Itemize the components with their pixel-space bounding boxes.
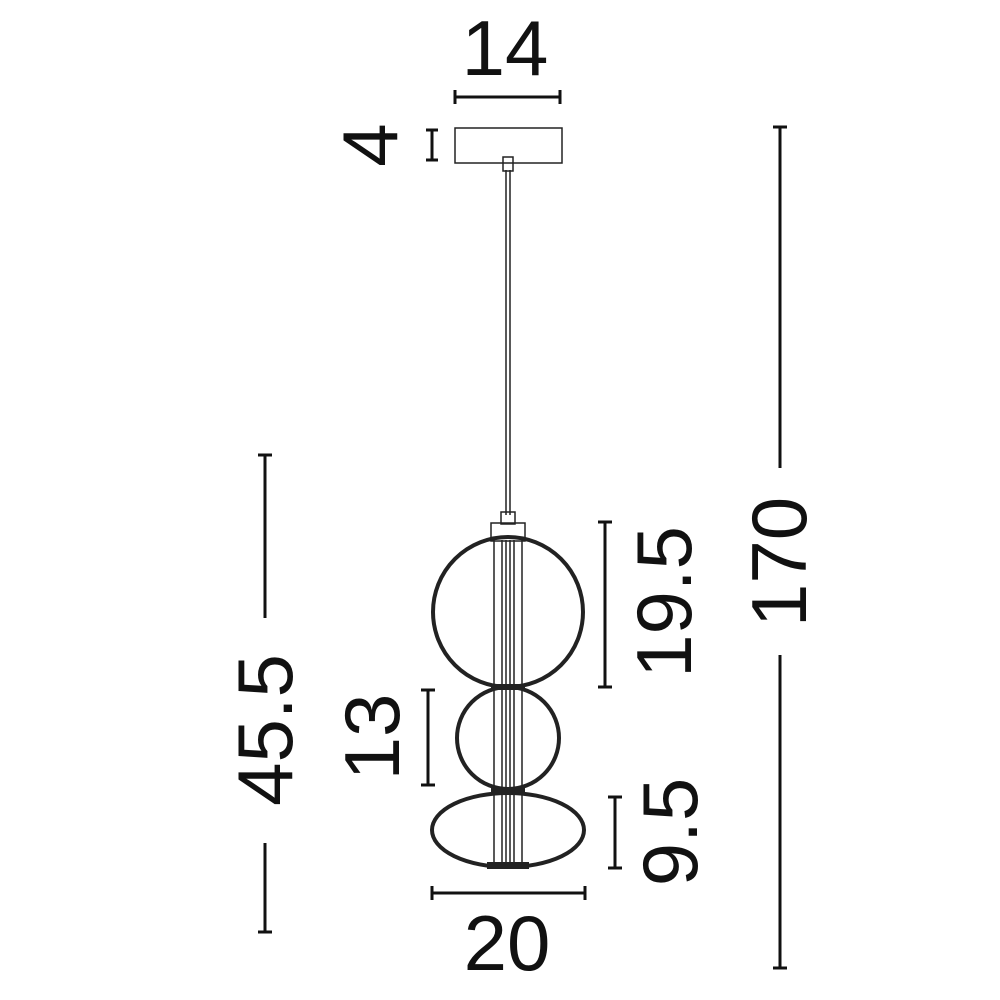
dim-canopy-height: 4 [326, 123, 438, 167]
bottom-cap [487, 862, 529, 869]
label-middle-sphere: 13 [328, 694, 416, 781]
dim-middle-sphere: 13 [328, 688, 435, 787]
joint-upper [491, 684, 525, 690]
dim-body-height: 45.5 [221, 453, 309, 934]
dim-total-height: 170 [735, 125, 823, 970]
top-connector [500, 511, 516, 525]
label-canopy-height: 4 [326, 123, 414, 166]
joint-lower [491, 787, 525, 793]
label-body-height: 45.5 [221, 654, 309, 806]
top-sphere [431, 535, 585, 689]
canopy [454, 127, 563, 164]
middle-sphere [455, 685, 561, 791]
dim-bottom-shade: 9.5 [608, 778, 714, 886]
label-body-width: 20 [464, 899, 551, 987]
dim-canopy-width: 14 [453, 4, 562, 104]
top-cap [490, 522, 526, 542]
bottom-shade [430, 791, 586, 869]
label-top-sphere: 19.5 [620, 526, 708, 678]
center-rods [493, 540, 523, 865]
dim-top-sphere: 19.5 [598, 520, 708, 689]
pendant-lamp [430, 127, 586, 869]
dim-body-width: 20 [430, 886, 587, 987]
label-total-height: 170 [735, 497, 823, 627]
cord-clamp [502, 156, 514, 172]
label-bottom-shade: 9.5 [626, 778, 714, 886]
label-canopy-width: 14 [462, 4, 549, 92]
